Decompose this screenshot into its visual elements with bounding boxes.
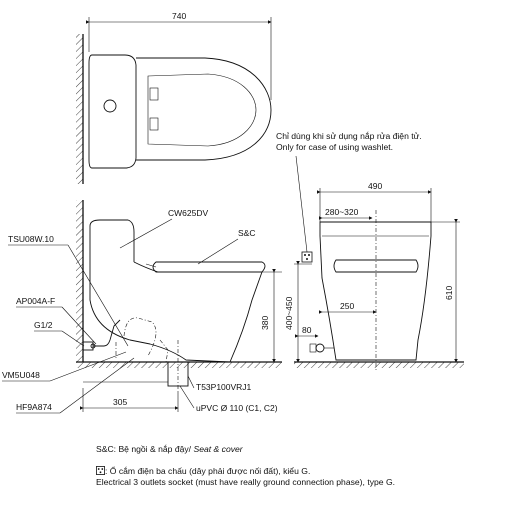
top-view: 740 bbox=[76, 11, 272, 184]
front-view: 490 280~320 250 80 400~450 610 bbox=[284, 155, 464, 372]
washlet-note: Chỉ dùng khi sử dụng nắp rửa điện tử. On… bbox=[276, 131, 422, 153]
floor-hatch-front bbox=[294, 362, 464, 368]
washlet-note-line1: Chỉ dùng khi sử dụng nắp rửa điện tử. bbox=[276, 131, 422, 141]
label-upvc: uPVC Ø 110 (C1, C2) bbox=[196, 403, 278, 413]
washlet-note-line2: Only for case of using washlet. bbox=[276, 142, 394, 152]
socket-icon bbox=[301, 251, 313, 263]
label-sc: S&C bbox=[238, 228, 255, 238]
side-view: 380 305 bbox=[76, 200, 282, 412]
label-t53p100vrj1: T53P100VRJ1 bbox=[196, 382, 252, 392]
side-view-labels: CW625DV S&C TSU08W.10 AP004A-F G1/2 VM5U… bbox=[2, 208, 278, 414]
floor-hatch-side bbox=[76, 362, 282, 368]
bowl-outline-top bbox=[136, 57, 272, 161]
dim-740: 740 bbox=[172, 11, 186, 21]
label-hf9a874: HF9A874 bbox=[16, 402, 52, 412]
dim-380: 380 bbox=[260, 316, 270, 330]
tank-side bbox=[89, 219, 135, 262]
dim-80: 80 bbox=[302, 325, 312, 335]
front-body bbox=[319, 221, 432, 361]
flush-button bbox=[103, 99, 117, 113]
wall-hatch-side bbox=[76, 200, 83, 362]
label-vm5u048: VM5U048 bbox=[2, 370, 40, 380]
front-seat bbox=[333, 259, 419, 273]
dim-400-450: 400~450 bbox=[284, 296, 294, 330]
legend-socket-line2: Electrical 3 outlets socket (must have r… bbox=[96, 477, 396, 487]
legend-sc-italic: Seat & cover bbox=[193, 444, 243, 454]
dim-610: 610 bbox=[444, 286, 454, 300]
supply-valve bbox=[82, 341, 94, 351]
label-cw625dv: CW625DV bbox=[168, 208, 208, 218]
tank-outline-top bbox=[88, 54, 137, 169]
dim-305: 305 bbox=[113, 397, 127, 407]
legend-sc: S&C: Bệ ngồi & nắp đậy/ Seat & cover bbox=[96, 444, 243, 455]
legend-socket: : Ổ cắm điện ba chấu (dây phải được nối … bbox=[96, 466, 395, 488]
label-tsu08w10: TSU08W.10 bbox=[8, 234, 54, 244]
seat-side bbox=[152, 261, 266, 273]
legend-socket-line1: : Ổ cắm điện ba chấu (dây phải được nối … bbox=[105, 466, 311, 476]
socket-icon bbox=[96, 466, 105, 475]
dim-490: 490 bbox=[368, 181, 382, 191]
dim-250: 250 bbox=[340, 301, 354, 311]
dim-280-320: 280~320 bbox=[325, 207, 359, 217]
wall-hatch-top bbox=[76, 34, 83, 184]
label-ap004af: AP004A-F bbox=[16, 296, 55, 306]
label-g12: G1/2 bbox=[34, 320, 53, 330]
front-supply bbox=[315, 343, 325, 353]
legend-sc-text: S&C: Bệ ngồi & nắp đậy/ bbox=[96, 444, 194, 454]
bowl-side bbox=[89, 226, 263, 363]
